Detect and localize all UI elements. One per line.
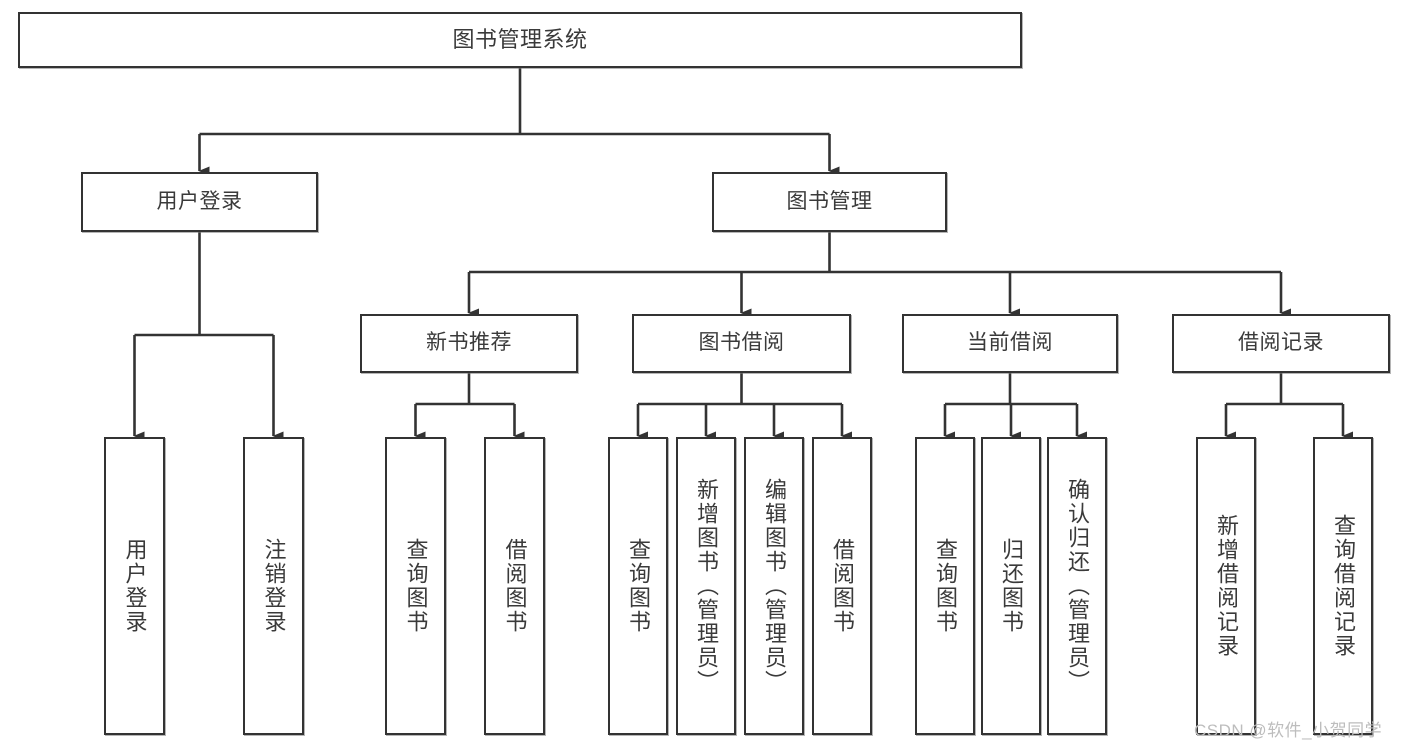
node-root[interactable]: 图书管理系统 [18,12,1022,68]
node-label: 新增图书（管理员） [694,478,719,694]
node-leaf-query-book-2[interactable]: 查询图书 [608,437,668,735]
node-leaf-query-record[interactable]: 查询借阅记录 [1313,437,1373,735]
node-borrow-record[interactable]: 借阅记录 [1172,314,1390,373]
node-label: 用户登录 [122,538,148,634]
node-leaf-add-record[interactable]: 新增借阅记录 [1196,437,1256,735]
node-label: 查询借阅记录 [1331,514,1356,658]
node-leaf-edit-book[interactable]: 编辑图书（管理员） [744,437,804,735]
node-label: 图书管理 [786,189,873,213]
node-leaf-add-book[interactable]: 新增图书（管理员） [676,437,736,735]
node-book-borrow[interactable]: 图书借阅 [632,314,851,373]
watermark-text: CSDN @软件_小贺同学 [1194,721,1383,740]
node-leaf-user-login[interactable]: 用户登录 [104,437,165,735]
node-label: 查询图书 [403,538,429,634]
node-book-manage[interactable]: 图书管理 [712,172,947,232]
node-label: 查询图书 [626,538,651,634]
node-label: 借阅记录 [1238,331,1324,355]
node-label: 借阅图书 [830,538,855,634]
node-leaf-confirm-return[interactable]: 确认归还（管理员） [1047,437,1107,735]
node-label: 用户登录 [156,189,243,213]
node-label: 编辑图书（管理员） [762,478,787,694]
node-leaf-logout[interactable]: 注销登录 [243,437,304,735]
node-label: 查询图书 [933,538,958,634]
node-leaf-borrow-book-2[interactable]: 借阅图书 [812,437,872,735]
node-label: 当前借阅 [967,331,1053,355]
edge-layer [133,68,1353,441]
node-leaf-borrow-book-1[interactable]: 借阅图书 [484,437,545,735]
node-leaf-query-book-1[interactable]: 查询图书 [385,437,446,735]
node-label: 新增借阅记录 [1214,514,1239,658]
node-label: 借阅图书 [502,538,528,634]
node-leaf-return-book[interactable]: 归还图书 [981,437,1041,735]
node-label: 图书管理系统 [452,27,588,53]
node-label: 新书推荐 [426,331,512,355]
node-label: 确认归还（管理员） [1065,478,1090,694]
node-new-book-rec[interactable]: 新书推荐 [360,314,578,373]
node-current-borrow[interactable]: 当前借阅 [902,314,1118,373]
node-user-login[interactable]: 用户登录 [81,172,318,232]
node-label: 注销登录 [261,538,287,634]
node-label: 图书借阅 [698,331,785,355]
node-leaf-query-book-3[interactable]: 查询图书 [915,437,975,735]
node-label: 归还图书 [999,538,1024,634]
